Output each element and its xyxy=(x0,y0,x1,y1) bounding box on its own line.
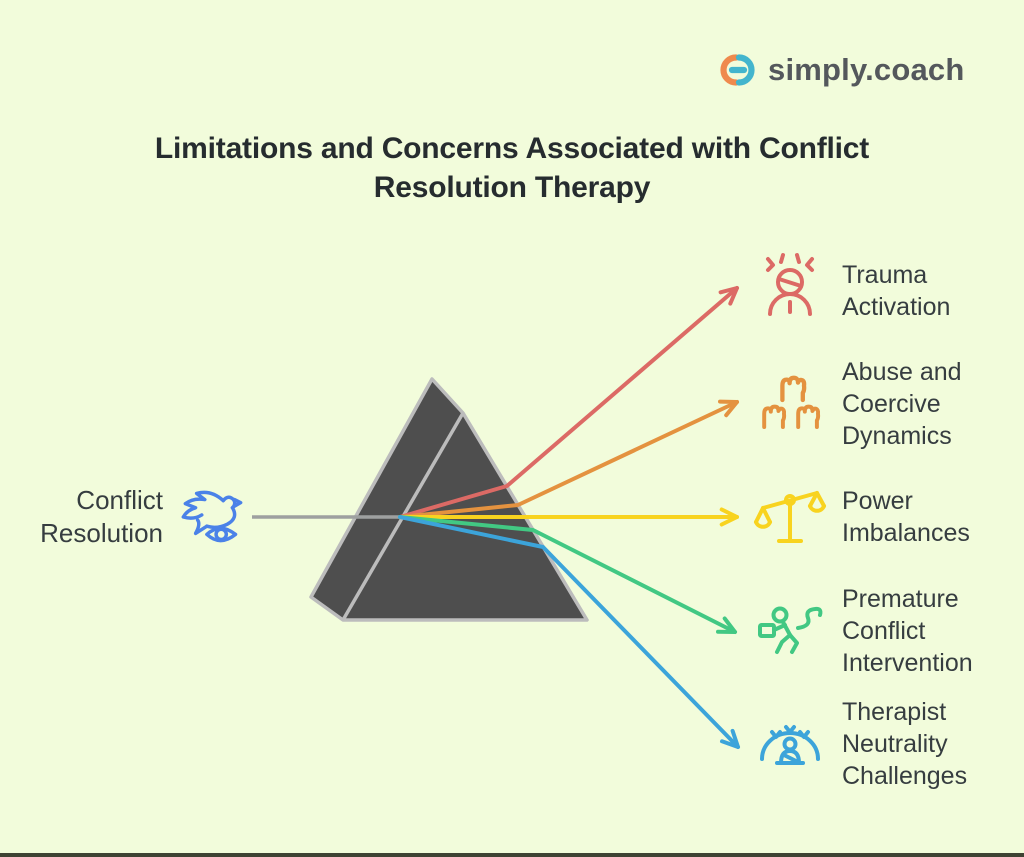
concern-label: Premature Conflict Intervention xyxy=(842,585,973,677)
concern-item-trauma-activation: Trauma Activation xyxy=(750,251,950,331)
ray-abuse xyxy=(398,400,739,519)
unbalanced-scales-icon xyxy=(754,491,826,543)
concern-item-power-imbalances: Power Imbalances xyxy=(750,477,970,557)
bottom-border xyxy=(0,853,1024,857)
pressured-person-icon xyxy=(760,725,820,765)
concern-label: Abuse and Coercive Dynamics xyxy=(842,358,962,450)
dove-eye-icon xyxy=(181,490,243,543)
ray-trauma xyxy=(398,286,739,519)
ray-therapist-arrowhead xyxy=(720,728,740,749)
ray-premature xyxy=(398,515,737,634)
simply-coach-logo: simply.coach xyxy=(716,50,965,90)
title-line-1: Limitations and Concerns Associated with… xyxy=(154,132,870,165)
page-title: Limitations and Concerns Associated with… xyxy=(0,129,1024,207)
logo-text: simply.coach xyxy=(768,52,965,87)
raised-fists-icon xyxy=(762,375,821,429)
title-line-2: Resolution Therapy xyxy=(373,171,651,204)
ray-power-arrowhead xyxy=(719,507,739,527)
prism xyxy=(309,377,589,622)
running-person-icon xyxy=(758,606,823,654)
ray-trauma-arrowhead xyxy=(718,286,739,306)
concern-label: Therapist Neutrality Challenges xyxy=(842,698,968,790)
ray-abuse-arrowhead xyxy=(718,399,739,418)
logo-mark-icon xyxy=(720,54,755,86)
ray-premature-arrowhead xyxy=(716,616,737,634)
concern-label: Trauma Activation xyxy=(842,261,951,321)
concern-item-abuse-coercive-dynamics: Abuse and Coercive Dynamics xyxy=(750,356,962,452)
stressed-person-icon xyxy=(766,253,814,316)
conflict-resolution-label: Conflict Resolution xyxy=(40,485,163,548)
concern-item-therapist-neutrality-challenges: Therapist Neutrality Challenges xyxy=(750,696,967,792)
concern-item-premature-conflict-intervention: Premature Conflict Intervention xyxy=(750,583,973,679)
concern-label: Power Imbalances xyxy=(842,487,970,547)
ray-therapist xyxy=(398,515,740,749)
